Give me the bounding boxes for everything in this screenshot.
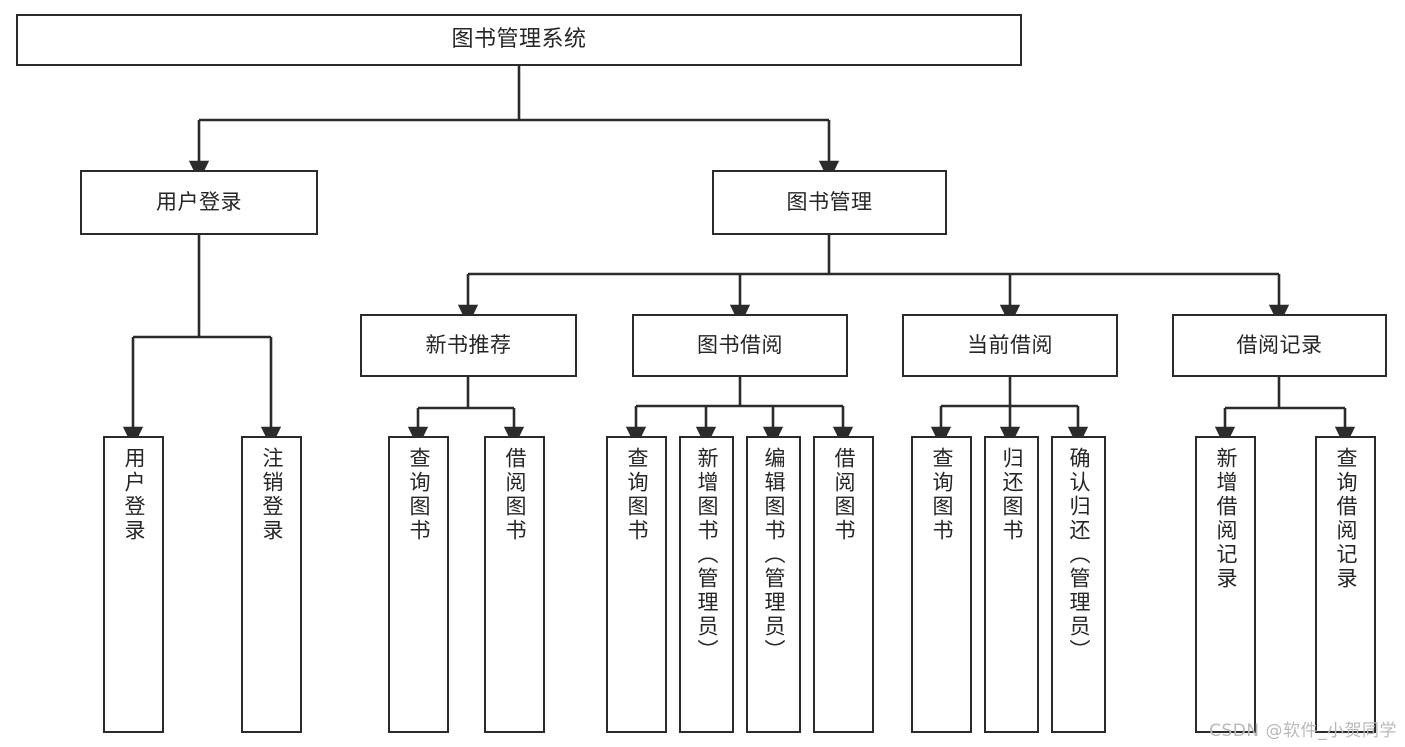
leaf-user-logout[interactable]: 注销登录 [241, 436, 302, 733]
leaf-query-book-2-label: 查询图书 [625, 447, 649, 543]
node-root-label: 图书管理系统 [451, 27, 587, 53]
leaf-query-book-1[interactable]: 查询图书 [388, 436, 449, 733]
leaf-add-record[interactable]: 新增借阅记录 [1195, 436, 1256, 733]
node-new-book-rec[interactable]: 新书推荐 [360, 314, 577, 377]
leaf-query-book-1-label: 查询图书 [407, 447, 431, 543]
node-user-login[interactable]: 用户登录 [80, 170, 318, 235]
node-new-book-rec-label: 新书推荐 [425, 333, 512, 358]
node-book-borrow[interactable]: 图书借阅 [632, 314, 848, 377]
leaf-add-book-label: 新增图书（管理员） [695, 447, 719, 663]
node-book-manage-label: 图书管理 [786, 190, 873, 215]
leaf-edit-book-label: 编辑图书（管理员） [762, 447, 786, 663]
leaf-borrow-book-2[interactable]: 借阅图书 [813, 436, 874, 733]
node-book-manage[interactable]: 图书管理 [712, 170, 947, 235]
node-user-login-label: 用户登录 [156, 190, 242, 215]
leaf-add-record-label: 新增借阅记录 [1214, 447, 1238, 591]
node-current-borrow-label: 当前借阅 [967, 333, 1053, 358]
leaf-return-book-label: 归还图书 [1000, 447, 1024, 543]
leaf-add-book[interactable]: 新增图书（管理员） [679, 436, 734, 733]
node-current-borrow[interactable]: 当前借阅 [902, 314, 1118, 377]
node-borrow-record[interactable]: 借阅记录 [1172, 314, 1387, 377]
leaf-borrow-book-2-label: 借阅图书 [832, 447, 856, 543]
leaf-user-logout-label: 注销登录 [260, 447, 284, 543]
leaf-confirm-return[interactable]: 确认归还（管理员） [1051, 436, 1106, 733]
leaf-borrow-book-1-label: 借阅图书 [503, 447, 527, 543]
node-book-borrow-label: 图书借阅 [697, 333, 783, 358]
node-root[interactable]: 图书管理系统 [16, 14, 1022, 66]
leaf-query-record[interactable]: 查询借阅记录 [1315, 436, 1376, 733]
leaf-confirm-return-label: 确认归还（管理员） [1067, 447, 1091, 663]
leaf-query-record-label: 查询借阅记录 [1334, 447, 1358, 591]
leaf-query-book-3-label: 查询图书 [930, 447, 954, 543]
node-borrow-record-label: 借阅记录 [1236, 333, 1323, 358]
leaf-edit-book[interactable]: 编辑图书（管理员） [746, 436, 801, 733]
leaf-query-book-3[interactable]: 查询图书 [911, 436, 972, 733]
leaf-return-book[interactable]: 归还图书 [984, 436, 1039, 733]
leaf-user-login-label: 用户登录 [122, 447, 146, 543]
csdn-watermark: CSDN @软件_小贺同学 [1209, 721, 1397, 741]
leaf-user-login[interactable]: 用户登录 [103, 436, 164, 733]
leaf-borrow-book-1[interactable]: 借阅图书 [484, 436, 545, 733]
leaf-query-book-2[interactable]: 查询图书 [606, 436, 667, 733]
